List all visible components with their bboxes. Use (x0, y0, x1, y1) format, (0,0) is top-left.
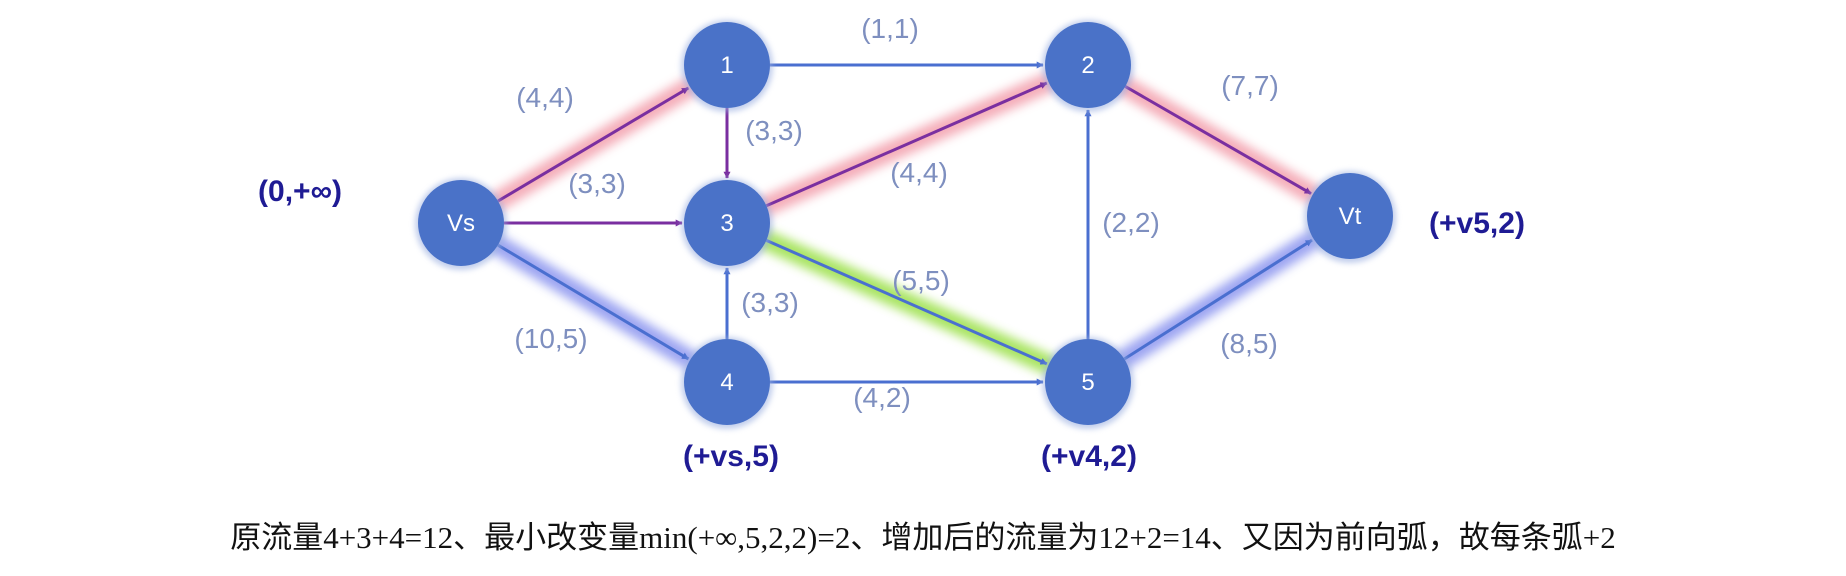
edge-3-2 (765, 81, 1048, 208)
node-circle-n3 (684, 180, 770, 266)
node-label-n1: 1 (720, 52, 733, 79)
node-mark-4: (+vs,5) (683, 440, 779, 473)
node-n1: 1 (681, 20, 773, 112)
edge-label-1-2: (1,1) (861, 13, 919, 44)
node-mark-5: (+v4,2) (1041, 440, 1137, 473)
node-circle-vs (418, 180, 504, 266)
edge-label-3-2: (4,4) (890, 157, 948, 188)
node-layer: Vs 1 2 3 4 5 Vt (415, 20, 1396, 429)
edge-vs-1 (497, 86, 690, 203)
edge-label-4-3: (3,3) (741, 287, 799, 318)
edge-label-vs-1: (4,4) (516, 82, 574, 113)
edge-label-layer: (4,4) (1,1) (3,3) (3,3) (4,4) (7,7) (10,5) (3,3… (514, 13, 1278, 413)
node-label-vs: Vs (447, 210, 475, 237)
edge-label-vs-3: (3,3) (568, 168, 626, 199)
caption: 原流量4+3+4=12、最小改变量min(+∞,5,2,2)=2、增加后的流量为… (230, 520, 1616, 555)
node-label-n2: 2 (1081, 52, 1094, 79)
node-n5: 5 (1042, 337, 1134, 429)
node-circle-n4 (684, 339, 770, 425)
node-circle-n2 (1045, 22, 1131, 108)
node-label-n4: 4 (720, 369, 733, 396)
node-mark-vs: (0,+∞) (258, 175, 342, 208)
node-label-vt: Vt (1339, 203, 1362, 230)
node-n2: 2 (1042, 20, 1134, 112)
node-mark-layer: (0,+∞) (+vs,5) (+v4,2) (+v5,2) (258, 175, 1525, 473)
edge-label-4-5: (4,2) (853, 382, 911, 413)
edge-5-vt (1123, 238, 1313, 361)
edge-2-vt (1124, 85, 1312, 195)
edge-label-1-3: (3,3) (745, 115, 803, 146)
node-circle-n5 (1045, 339, 1131, 425)
edge-label-5-vt: (8,5) (1220, 328, 1278, 359)
node-vt: Vt (1304, 171, 1396, 263)
node-vs: Vs (415, 178, 507, 270)
node-n4: 4 (681, 337, 773, 429)
node-circle-vt (1307, 173, 1393, 259)
edge-label-3-5: (5,5) (892, 265, 950, 296)
node-label-n3: 3 (720, 210, 733, 237)
node-n3: 3 (681, 178, 773, 270)
node-circle-n1 (684, 22, 770, 108)
node-mark-vt: (+v5,2) (1429, 207, 1525, 240)
edge-label-2-vt: (7,7) (1221, 70, 1279, 101)
edge-label-vs-4: (10,5) (514, 323, 587, 354)
node-label-n5: 5 (1081, 369, 1094, 396)
edge-label-5-2: (2,2) (1102, 207, 1160, 238)
edge-vs-4 (497, 243, 690, 361)
edge-3-5 (765, 238, 1048, 366)
edge-layer (497, 61, 1313, 386)
